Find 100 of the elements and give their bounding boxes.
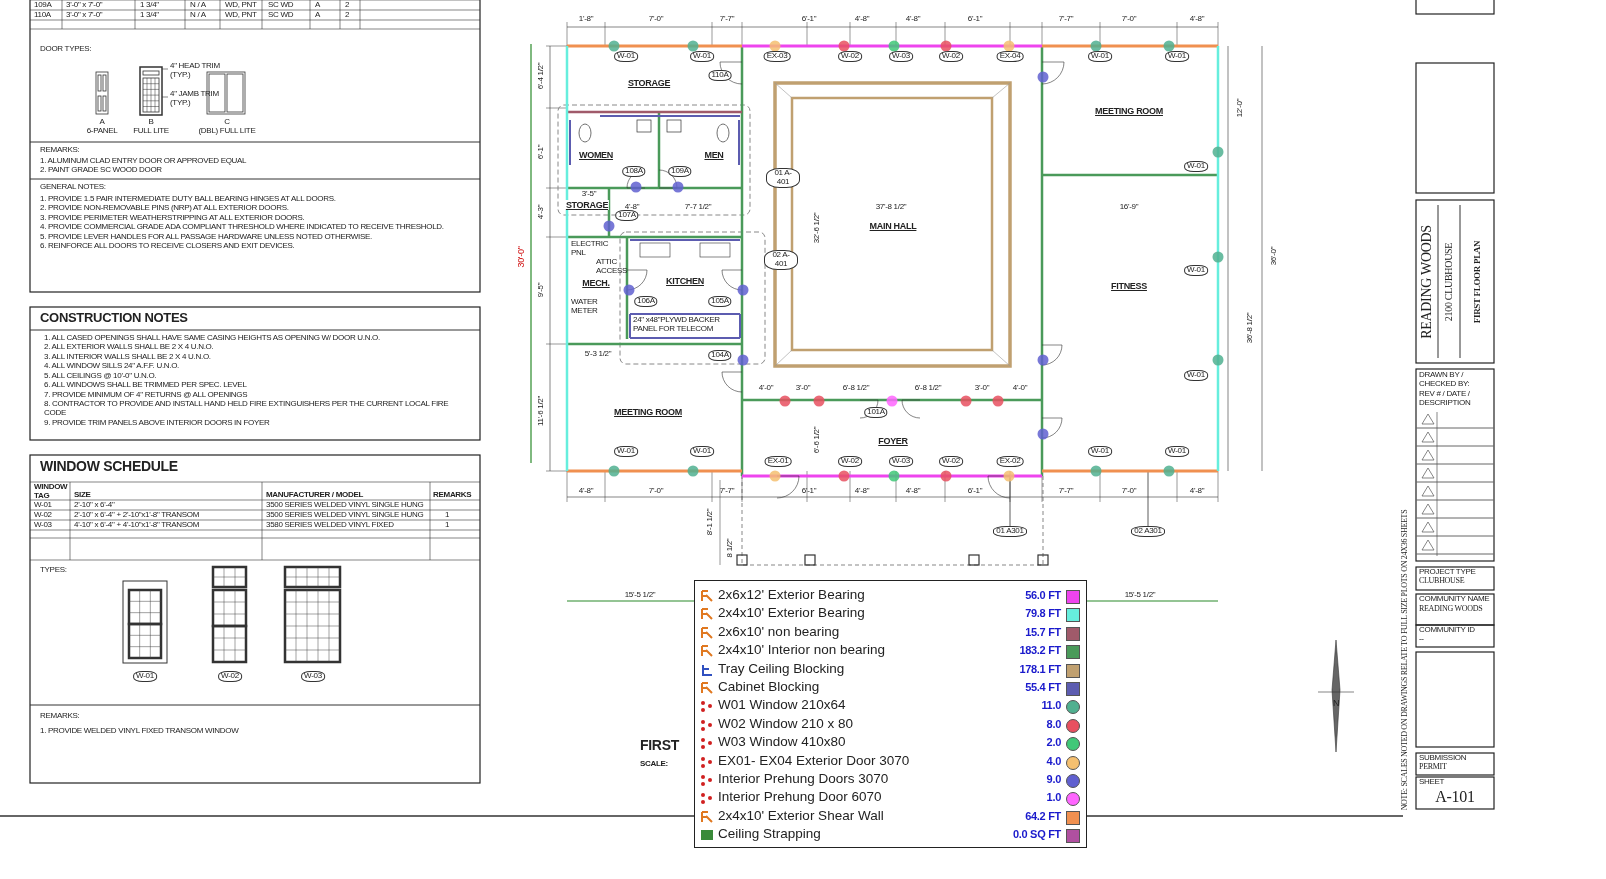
dimension-text: 3'-5" [581,190,597,199]
window-tag: W-01 [1184,265,1208,276]
window-tag: EX-01 [764,456,792,467]
window-tag: W-02 [939,51,963,62]
window-tag: W-01 [1088,446,1112,457]
sheet-number: A-101 [1435,788,1475,806]
schedule-text: N / A [190,1,206,10]
quantity-value: 183.2 FT [1019,644,1061,657]
door-tag: 101A [864,407,888,418]
dimension-text: 4'-8" [854,15,870,24]
dimension-text: 37'-8 1/2" [875,203,907,212]
title-text: FIRST FLOOR PLAN [1471,240,1483,324]
annotation-text: 4" HEAD TRIM (TYP.) [170,62,220,80]
note-text: 5. ALL CEILINGS @ 10'-0" U.N.O. [44,371,158,381]
schedule-text: A [315,11,321,20]
quantity-value: 0.0 SQ FT [1012,828,1061,841]
door-tag: 109A [668,166,692,177]
dimension-text: 3'-0" [795,384,811,393]
dimension-text: 4'-8" [578,487,594,496]
schedule-text: WD, PNT [225,1,257,10]
window-tag: EX-02 [996,456,1024,467]
quantity-value: 11.0 [1041,699,1061,712]
schedule-text: 3'-0" x 7'-0" [66,11,103,20]
window-tag: W-01 [614,446,638,457]
note-text: 1. ALUMINUM CLAD ENTRY DOOR OR APPROVED EQUAL [40,157,247,166]
dimension-text: 32'-6 1/2" [812,212,822,244]
quantity-value: 2.0 [1046,736,1061,749]
dimension-text: 7'-7" [719,15,735,24]
schedule-text: 3500 SERIES WELDED VINYL SINGLE HUNG [266,511,424,520]
schedule-text: W-03 [34,521,52,530]
window-tag: W-03 [889,456,913,467]
dimension-text: 4'-0" [758,384,774,393]
schedule-text: 1 3/4" [140,11,159,20]
dimension-text: 6'-1" [801,15,817,24]
window-tag: W-02 [838,51,862,62]
note-text: 2. PROVIDE NON-REMOVABLE PINS (NRP) AT ALL EXTERIOR DOORS. [40,204,290,214]
window-tag: W-01 [690,446,714,457]
dimension-text: 1'-8" [578,15,594,24]
window-tag: W-03 [889,51,913,62]
dimension-text: 4'-8" [854,487,870,496]
window-tag: W-01 [614,51,638,62]
schedule-text: A [315,1,321,10]
section-heading: TYPES: [40,566,67,575]
annotation-text: 6-PANEL [86,127,118,136]
dimension-text: 8'-1 1/2" [705,508,715,536]
dimension-text: 30'-0" [515,246,527,268]
section-marker: 01 A301 [993,526,1027,537]
annotation-text: C [224,118,230,127]
quantity-value: 9.0 [1046,773,1061,786]
schedule-text: 3'-0" x 7'-0" [66,1,103,10]
dimension-text: 12'-0" [1235,98,1245,118]
schedule-text: 110A [34,11,51,20]
quantity-value: 8.0 [1046,717,1061,731]
note-text: NOTE: SCALES NOTED ON DRAWINGS RELATE TO FULL SIZE PLOTS ON 24X36 SHEETS [1400,509,1410,811]
dimension-text: 16'-9" [1119,203,1139,212]
legend-label: EX01- EX04 Exterior Door 3070 [718,752,910,768]
note-text: 8. CONTRACTOR TO PROVIDE AND INSTALL HAND HELD FIRE EXTINGUISHERS PER THE CURRENT LOCAL FIRE CODE [44,400,450,419]
annotation-text: A [99,118,105,127]
dimension-text: 15'-5 1/2" [1124,591,1156,600]
dimension-text: 6'-1" [801,487,817,496]
schedule-text: 2 [345,1,350,10]
window-tag: W-01 [1165,51,1189,62]
dimension-text: 7'-7" [1058,487,1074,496]
window-tag: W-01 [1184,370,1208,381]
schedule-text: 2'-10" x 6'-4" + 2'-10"x1'-8" TRANSOM [74,511,200,520]
quantity-value: 1.0 [1046,791,1061,804]
room-label: FITNESS [1110,281,1148,291]
window-tag: EX-04 [996,51,1024,62]
note-text: 2. PAINT GRADE SC WOOD DOOR [40,166,162,175]
window-tag: W-01 [1165,446,1189,457]
room-label: MEETING ROOM [613,407,683,417]
schedule-text: 1 3/4" [140,1,159,10]
annotation-text: WATER METER [571,298,599,316]
note-text: 6. REINFORCE ALL DOORS TO RECEIVE CLOSERS AND EXIT DEVICES. [40,242,296,252]
section-marker: 02 A-401 [764,250,798,270]
dimension-text: 4'-8" [624,203,640,212]
dimension-text: 36'-0" [1269,246,1279,266]
annotation-text: FULL LITE [133,127,169,136]
dimension-text: 11'-6 1/2" [536,395,546,427]
dimension-text: 9'-5" [536,282,546,298]
dimension-text: 4'-3" [536,204,546,220]
legend-label: Interior Prehung Door 6070 [718,789,882,805]
legend-label: 2x6x12' Exterior Bearing [718,587,865,602]
panel-title: CONSTRUCTION NOTES [40,311,188,326]
schedule-text: 109A [34,1,52,10]
legend-label: Cabinet Blocking [718,679,820,694]
field-label: COMMUNITY ID [1419,626,1476,635]
legend-label: W01 Window 210x64 [718,697,846,713]
dimension-text: 6'-6 1/2" [812,426,822,454]
note-text: 2. ALL EXTERIOR WALLS SHALL BE 2 X 4 U.N.O. [44,343,215,353]
annotation-text: 24" x48"PLYWD BACKER PANEL FOR TELECOM [633,316,721,334]
field-value: READING WOODS [1419,605,1483,614]
field-label: SHEET [1419,778,1445,787]
note-text: 1. PROVIDE WELDED VINYL FIXED TRANSOM WINDOW [40,727,239,736]
window-tag: W-01 [1088,51,1112,62]
dimension-text: 7'-7 1/2" [684,203,712,212]
dimension-text: 7'-0" [1121,15,1137,24]
room-label: MEN [703,150,725,160]
section-marker: 01 A-401 [766,168,800,188]
schedule-text: 1 [445,521,450,530]
